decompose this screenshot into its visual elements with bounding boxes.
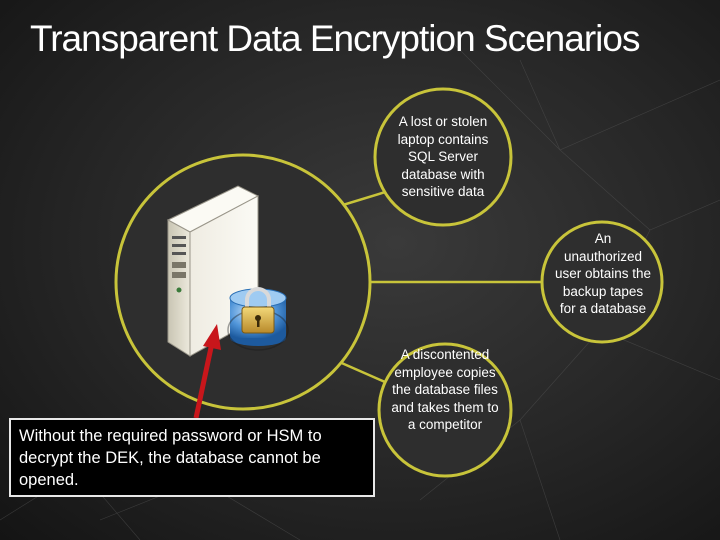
page-title: Transparent Data Encryption Scenarios (30, 18, 640, 59)
padlock-icon (241, 287, 275, 334)
scenario-circle-laptop (373, 87, 513, 227)
callout-box: Without the required password or HSM to … (9, 418, 375, 497)
database-lock-icon (227, 287, 289, 351)
scenario-circle-employee (377, 342, 513, 478)
scenario-text-laptop: A lost or stolen laptop contains SQL Ser… (397, 114, 489, 199)
scenario-text-employee: A discontented employee copies the datab… (391, 347, 499, 432)
scenario-text-backup: An unauthorized user obtains the backup … (554, 231, 652, 316)
scenario-circle-backup (540, 220, 664, 344)
red-arrow (193, 324, 221, 419)
